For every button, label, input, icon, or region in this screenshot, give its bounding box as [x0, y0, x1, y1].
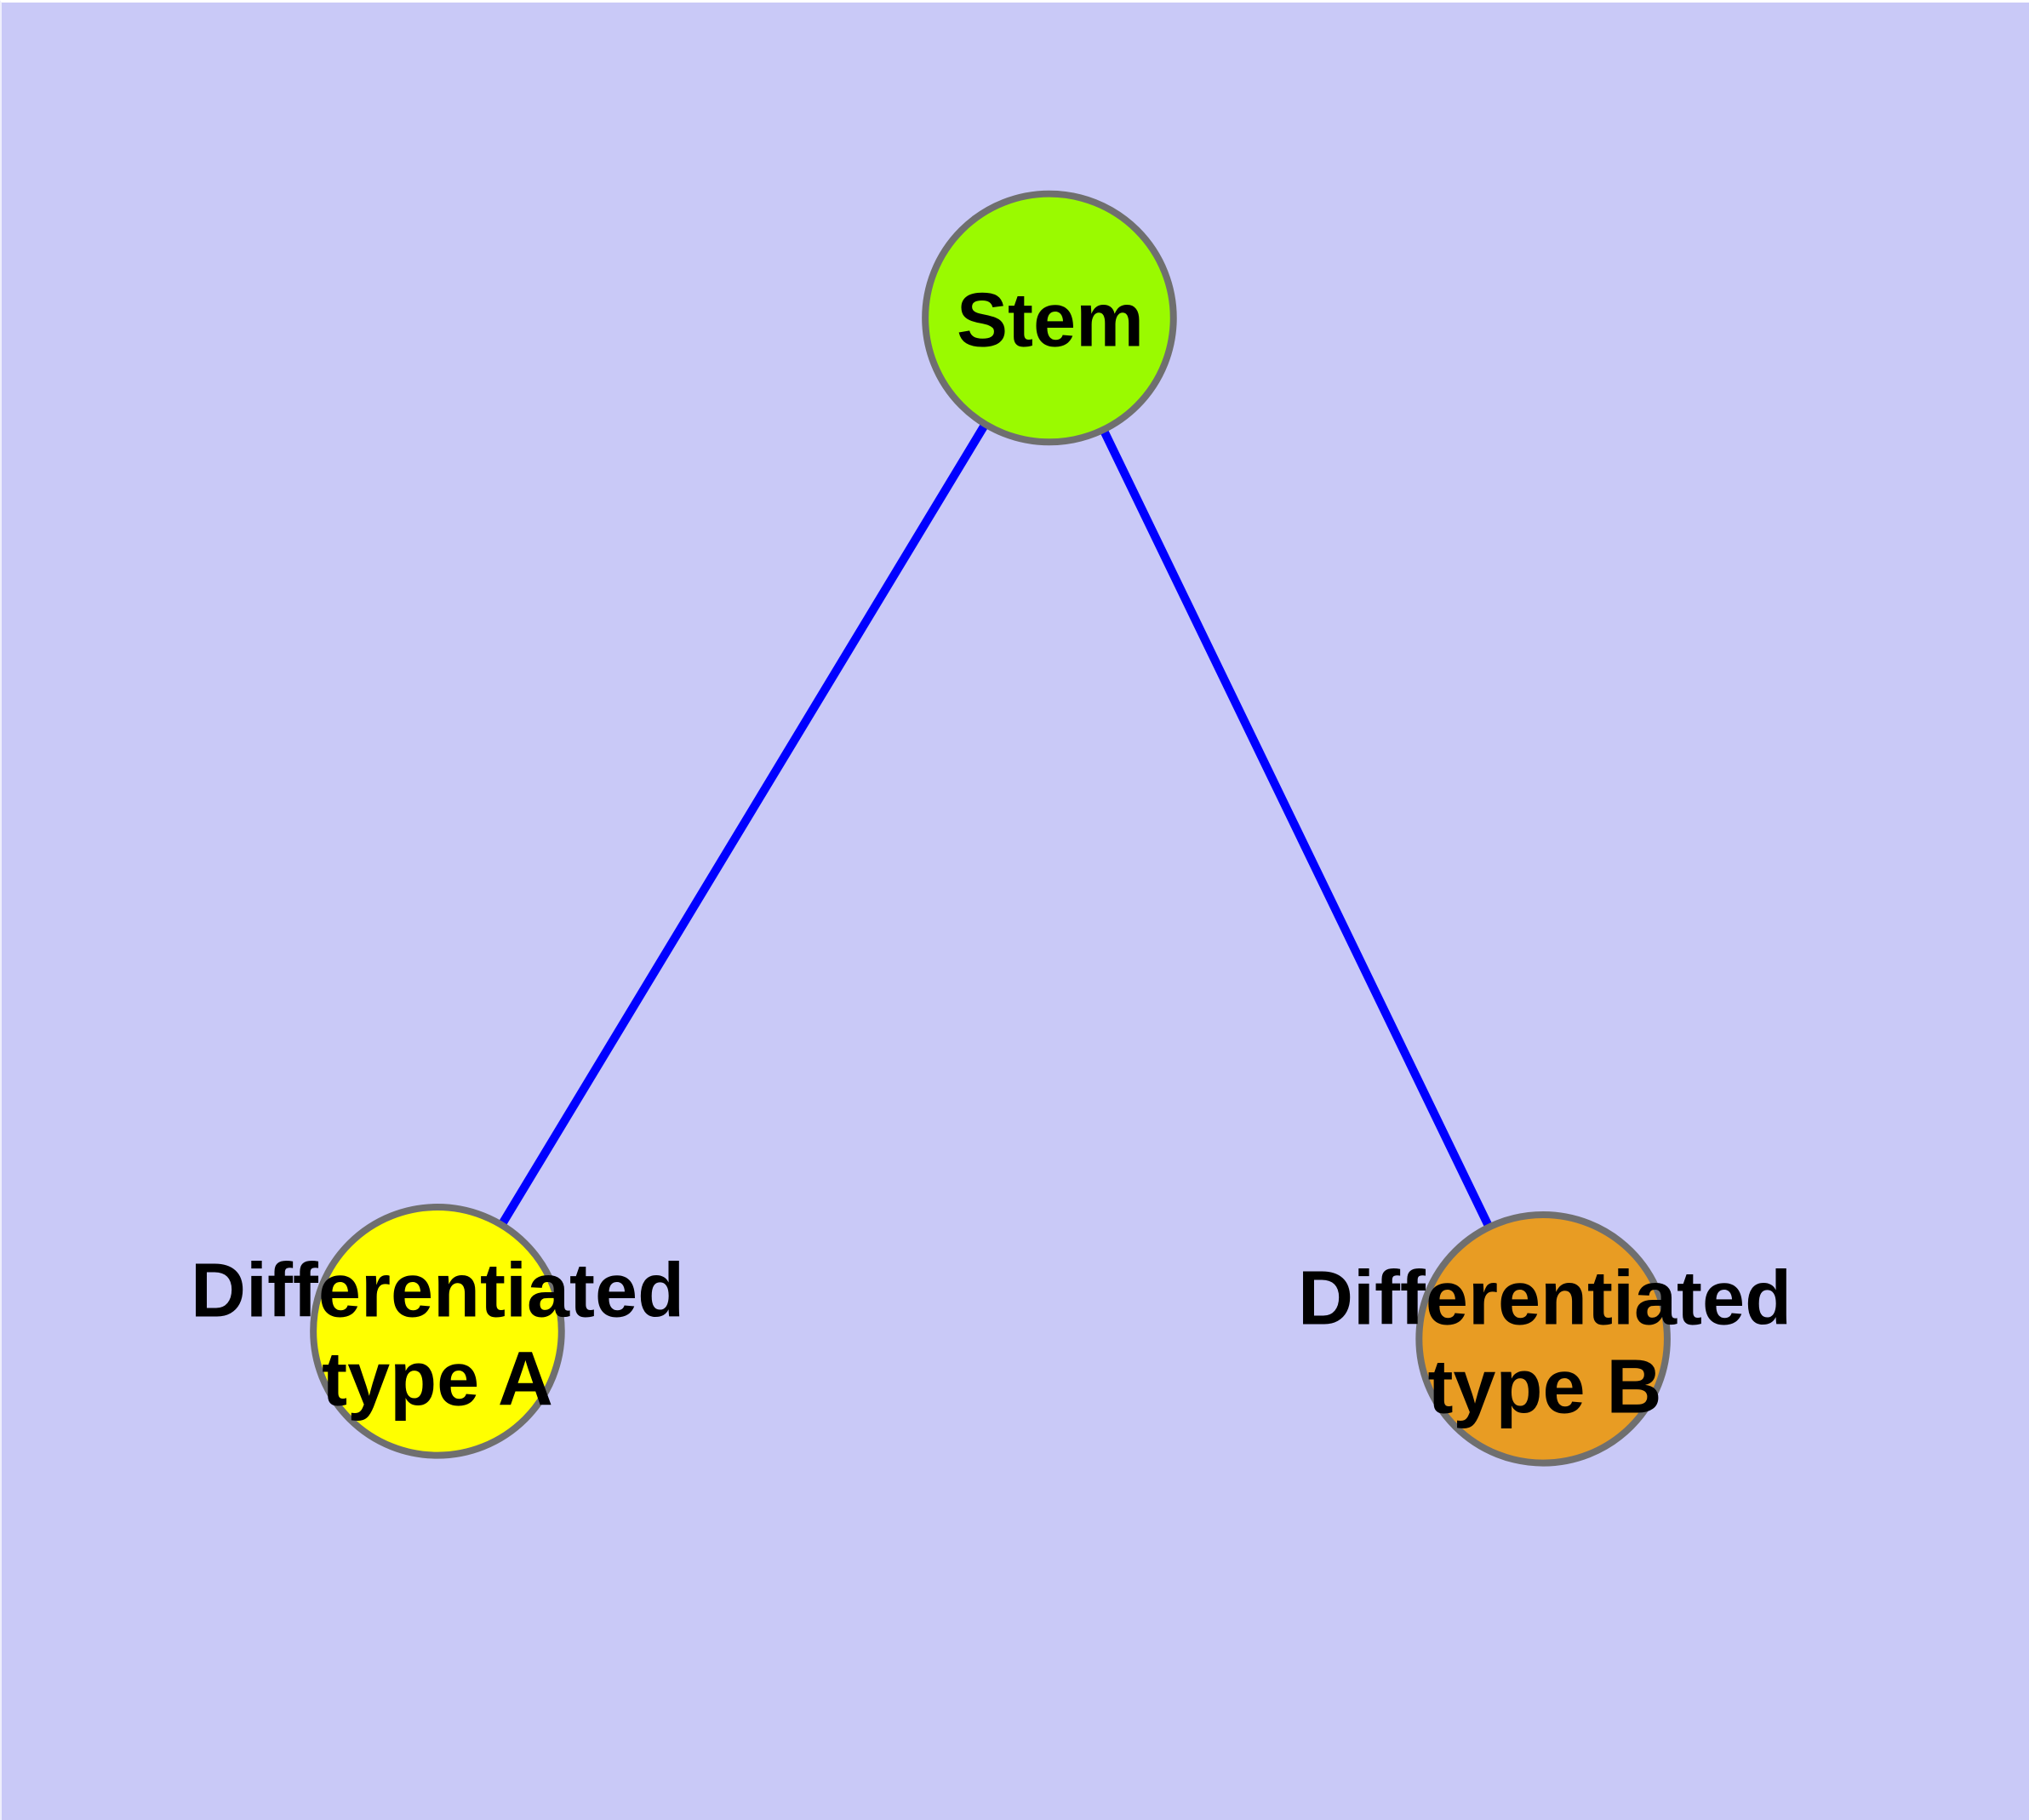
node-differentiated-type-b[interactable] — [1415, 1211, 1671, 1467]
node-differentiated-type-a[interactable] — [310, 1204, 565, 1459]
node-stem[interactable] — [922, 190, 1177, 446]
edge-stem-to-type-a — [433, 315, 1054, 1334]
edge-stem-to-type-b — [1045, 316, 1547, 1341]
graph-svg — [310, 190, 1671, 1467]
